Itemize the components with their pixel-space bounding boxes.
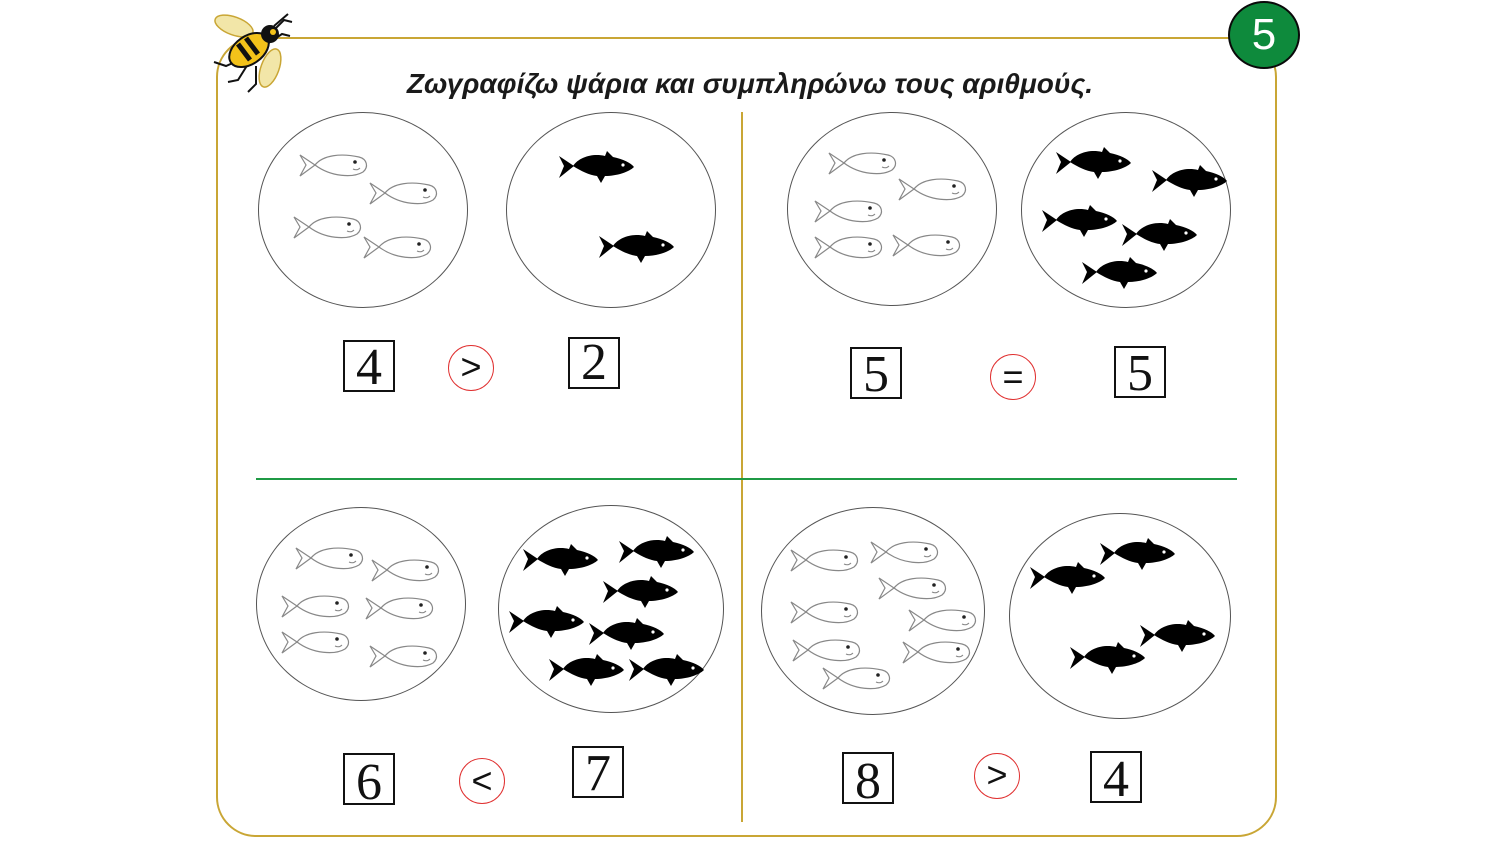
right-fish-bowl [1009, 513, 1231, 719]
left-number-box: 4 [343, 340, 395, 394]
fish-solid-icon [589, 618, 664, 650]
left-fish-bowl [258, 112, 468, 308]
right-number-box: 7 [572, 746, 624, 800]
right-number-box: 2 [568, 337, 620, 389]
fish-outline-icon [892, 234, 961, 257]
fish-outline-icon [790, 549, 859, 572]
fish-solid-icon [509, 606, 584, 638]
fish-solid-icon [1122, 219, 1197, 251]
page-number-badge: 5 [1228, 1, 1300, 69]
horizontal-divider [256, 478, 1237, 480]
left-fish-bowl [761, 507, 985, 715]
fish-outline-icon [365, 597, 434, 620]
comparison-sign: = [990, 354, 1036, 400]
fish-outline-icon [870, 541, 939, 564]
comparison-sign: > [974, 753, 1020, 799]
fish-solid-icon [1030, 562, 1105, 594]
fish-solid-icon [1140, 620, 1215, 652]
fish-outline-icon [281, 595, 350, 618]
fish-outline-icon [898, 178, 967, 201]
fish-outline-icon [814, 200, 883, 223]
left-number-box: 6 [343, 753, 395, 811]
fish-solid-icon [1100, 538, 1175, 570]
left-number-box: 5 [850, 347, 902, 401]
right-fish-bowl [506, 112, 716, 308]
left-fish-bowl [256, 507, 466, 701]
fish-solid-icon [603, 576, 678, 608]
worksheet-frame [216, 37, 1277, 837]
fish-outline-icon [281, 631, 350, 654]
fish-outline-icon [295, 547, 364, 570]
right-number-box: 4 [1090, 751, 1142, 807]
fish-outline-icon [369, 182, 438, 205]
fish-solid-icon [1152, 165, 1227, 197]
fish-outline-icon [299, 154, 368, 177]
fish-solid-icon [1070, 642, 1145, 674]
fish-solid-icon [559, 151, 634, 183]
fish-outline-icon [908, 609, 977, 632]
fish-outline-icon [902, 641, 971, 664]
fish-outline-icon [790, 601, 859, 624]
right-fish-bowl [1021, 112, 1231, 308]
fish-solid-icon [523, 544, 598, 576]
fish-outline-icon [822, 667, 891, 690]
fish-solid-icon [629, 654, 704, 686]
fish-solid-icon [599, 231, 674, 263]
page-number: 5 [1251, 10, 1277, 59]
comparison-sign: < [459, 758, 505, 804]
fish-solid-icon [1056, 147, 1131, 179]
right-fish-bowl [498, 505, 724, 713]
fish-outline-icon [363, 236, 432, 259]
left-number-box: 8 [842, 752, 894, 810]
comparison-sign: > [448, 345, 494, 391]
fish-outline-icon [371, 559, 440, 582]
fish-solid-icon [549, 654, 624, 686]
fish-outline-icon [369, 645, 438, 668]
vertical-divider [741, 112, 743, 822]
right-number-box: 5 [1114, 346, 1166, 400]
bee-icon [213, 13, 293, 93]
worksheet-instruction: Ζωγραφίζω ψάρια και συμπληρώνω τους αριθ… [406, 68, 1094, 99]
fish-outline-icon [293, 216, 362, 239]
fish-solid-icon [1082, 257, 1157, 289]
fish-solid-icon [619, 536, 694, 568]
left-fish-bowl [787, 112, 997, 306]
fish-outline-icon [814, 236, 883, 259]
fish-outline-icon [828, 152, 897, 175]
fish-solid-icon [1042, 205, 1117, 237]
fish-outline-icon [878, 577, 947, 600]
